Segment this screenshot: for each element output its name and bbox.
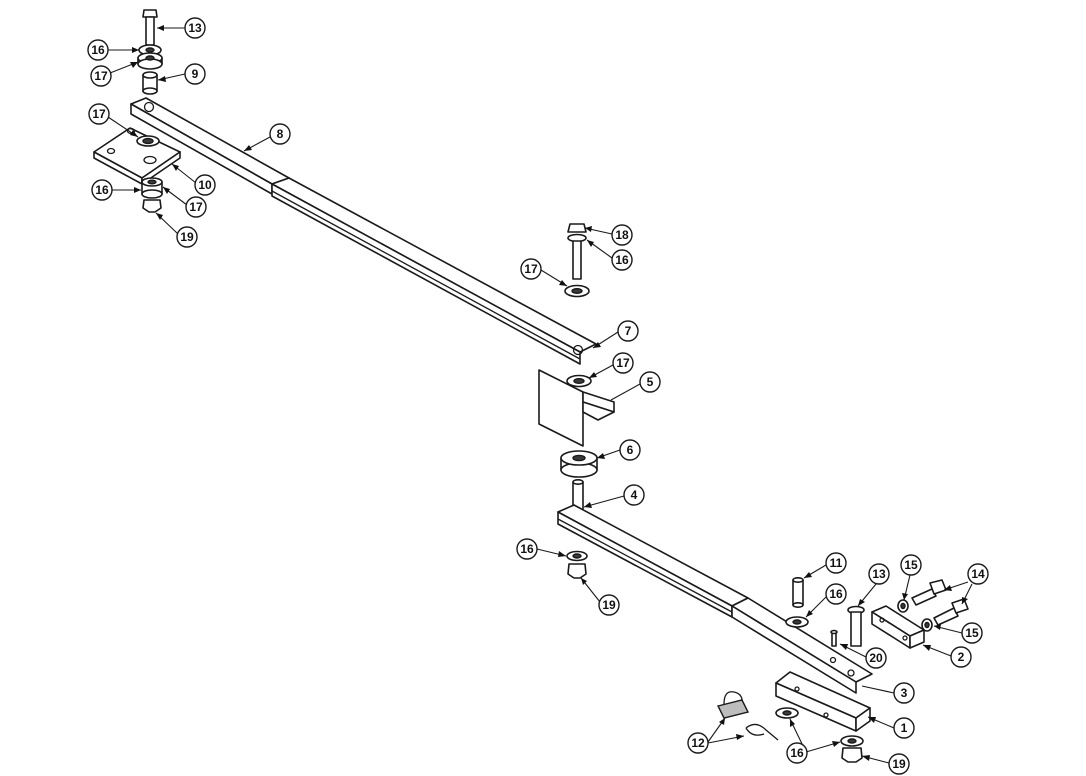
callout-14: 14 [943, 563, 989, 605]
callout-4: 4 [583, 484, 645, 508]
svg-text:17: 17 [92, 107, 106, 121]
screw-part-14-lower [933, 598, 969, 626]
svg-text:13: 13 [188, 21, 202, 35]
callout-19-bottom: 19 [861, 753, 910, 775]
svg-text:5: 5 [647, 375, 654, 389]
callout-6: 6 [596, 439, 641, 461]
callout-3: 3 [861, 682, 915, 704]
pin-part-20 [830, 629, 838, 647]
bolt-part-18 [567, 223, 587, 280]
svg-text:20: 20 [869, 651, 883, 665]
callout-9: 9 [157, 63, 206, 85]
svg-text:7: 7 [625, 324, 632, 338]
callout-8: 8 [243, 123, 291, 152]
callout-1: 1 [867, 716, 915, 739]
callout-10: 10 [171, 163, 216, 196]
washer-part-17-bracket [566, 374, 592, 388]
callout-16-left: 16 [91, 179, 141, 201]
washer-part-16-pin [785, 616, 809, 628]
svg-text:16: 16 [790, 746, 804, 760]
callout-16-pin: 16 [805, 583, 847, 618]
svg-text:13: 13 [872, 567, 886, 581]
svg-text:10: 10 [198, 178, 212, 192]
bottom-stack-left [141, 177, 163, 213]
nut-stack-lower-left [566, 550, 588, 579]
callout-17-plate: 17 [88, 103, 139, 138]
plate-part-1 [775, 671, 871, 732]
upper-arm-part-8 [130, 97, 290, 195]
clip-part-12 [745, 723, 779, 741]
callout-15-lower: 15 [933, 622, 983, 644]
svg-text:12: 12 [691, 736, 705, 750]
svg-text:19: 19 [180, 230, 194, 244]
callout-2: 2 [922, 644, 972, 668]
svg-text:19: 19 [602, 598, 616, 612]
washer-part-15-upper [897, 599, 909, 613]
washer-part-17-middle [564, 284, 590, 298]
svg-text:15: 15 [965, 626, 979, 640]
svg-text:1: 1 [901, 721, 908, 735]
padlock-part-12 [716, 691, 750, 719]
svg-text:17: 17 [524, 262, 538, 276]
nut-stack-bottom-right [840, 735, 864, 763]
upper-arm-part-7 [271, 177, 597, 365]
bushing-part-6 [560, 450, 598, 478]
callout-19-lower-left: 19 [580, 577, 620, 616]
svg-text:16: 16 [91, 43, 105, 57]
washer-part-16-bottom-left [775, 707, 799, 719]
plate-part-10 [93, 127, 181, 185]
callout-7: 7 [592, 320, 639, 349]
svg-text:19: 19 [892, 757, 906, 771]
bracket-part-5 [538, 369, 615, 447]
callout-19-left: 19 [155, 212, 198, 248]
pin-part-11 [792, 576, 804, 608]
svg-text:16: 16 [95, 183, 109, 197]
svg-text:14: 14 [971, 567, 985, 581]
svg-text:11: 11 [830, 556, 843, 570]
svg-text:18: 18 [615, 228, 629, 242]
callout-11: 11 [803, 552, 847, 579]
callout-12: 12 [687, 717, 745, 754]
bushing-part-9 [142, 71, 158, 95]
callout-16-top: 16 [87, 39, 139, 61]
callout-17-middle: 17 [520, 258, 568, 287]
callout-13-top: 13 [157, 17, 206, 39]
bolt-part-13-lower [847, 605, 865, 647]
callout-15-upper: 15 [900, 554, 922, 601]
svg-text:4: 4 [631, 488, 638, 502]
callout-18: 18 [584, 224, 633, 246]
svg-text:15: 15 [904, 558, 918, 572]
washer-part-17-plate [136, 135, 160, 147]
svg-text:16: 16 [829, 587, 843, 601]
callout-16-lower-left: 16 [516, 538, 567, 560]
clamp-part-2 [871, 605, 925, 649]
svg-text:17: 17 [616, 356, 630, 370]
svg-text:8: 8 [277, 127, 284, 141]
washer-part-15-lower [921, 618, 933, 632]
svg-text:3: 3 [901, 686, 908, 700]
callout-16-bottom: 16 [786, 718, 841, 764]
lower-arm-part-4 [557, 478, 749, 618]
svg-text:17: 17 [94, 69, 108, 83]
callout-13-lower: 13 [857, 563, 890, 607]
callout-5: 5 [610, 371, 661, 401]
callout-17-top: 17 [90, 61, 139, 87]
svg-text:6: 6 [627, 443, 634, 457]
lower-arm-part-3 [731, 597, 873, 694]
callout-17-bracket: 17 [588, 352, 634, 379]
callout-group: 13 16 17 9 8 17 [87, 17, 989, 775]
bolt-part-13-top [142, 9, 158, 46]
screw-part-14-upper [911, 579, 947, 606]
svg-text:16: 16 [615, 253, 629, 267]
svg-text:2: 2 [958, 650, 965, 664]
svg-text:16: 16 [520, 542, 534, 556]
callout-20: 20 [839, 643, 887, 669]
svg-text:17: 17 [189, 200, 203, 214]
callout-16-middle: 16 [586, 239, 633, 271]
washer-part-17-top [137, 52, 163, 70]
svg-text:9: 9 [192, 67, 199, 81]
callout-17-left: 17 [162, 186, 207, 218]
